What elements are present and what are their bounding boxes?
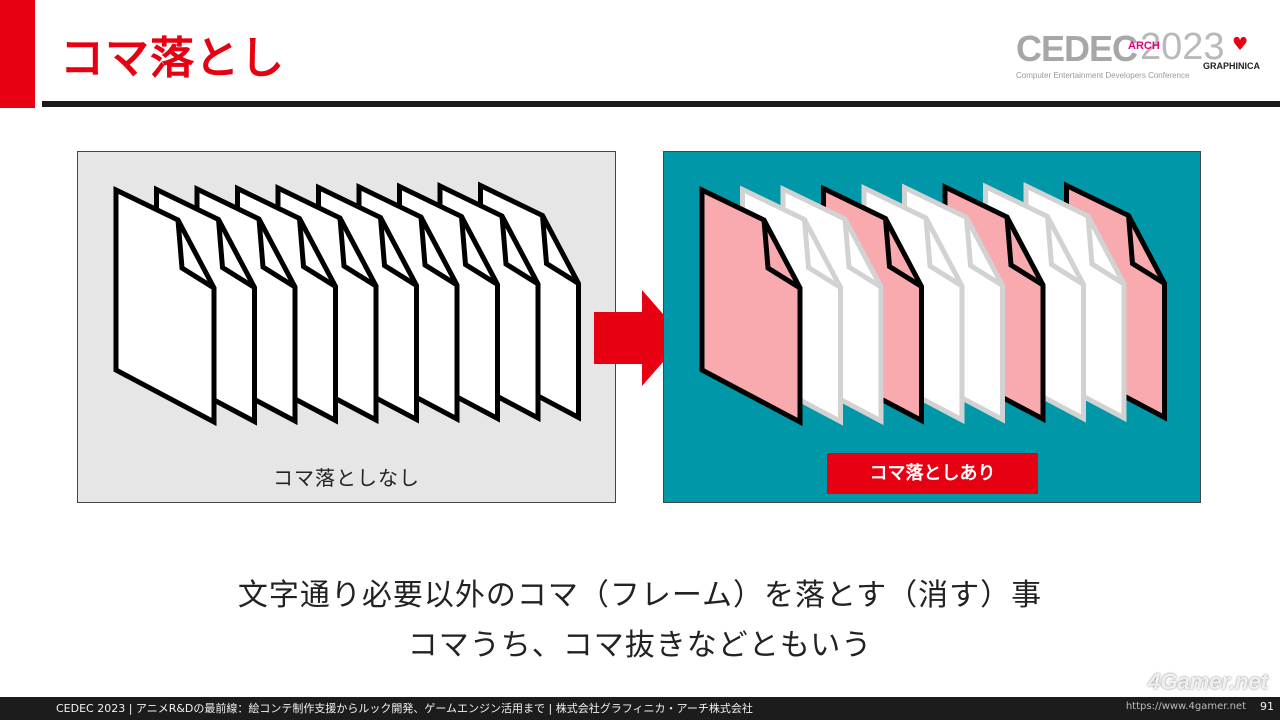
logo-graphinica-text: GRAPHINICA xyxy=(1203,61,1261,71)
watermark: 4Gamer.net xyxy=(1148,669,1268,694)
right-arrow-icon xyxy=(594,290,684,386)
title-accent-bar xyxy=(0,0,35,108)
footer-bar: CEDEC 2023 | アニメR&Dの最前線：絵コンテ制作支援からルック開発、… xyxy=(0,697,1280,720)
frames-stack-no-drop xyxy=(113,181,581,427)
title-divider xyxy=(42,101,1280,107)
frame-drop-label: コマ落としあり xyxy=(827,453,1038,494)
description-line-2: コマうち、コマ抜きなどともいう xyxy=(407,628,873,663)
frame-drop-panel: コマ落としあり xyxy=(663,151,1201,503)
frame-sheet xyxy=(699,186,803,427)
cedec-logo: CEDEC 2023 ARCH ♥ GRAPHINICA Computer En… xyxy=(1012,26,1270,84)
no-frame-drop-panel: コマ落としなし xyxy=(77,151,616,503)
description-line-1: 文字通り必要以外のコマ（フレーム）を落とす（消す）事 xyxy=(237,578,1043,613)
no-frame-drop-label: コマ落としなし xyxy=(273,466,420,490)
logo-year-text: 2023 xyxy=(1140,26,1225,68)
slide-title: コマ落とし xyxy=(60,33,285,84)
frame-sheet xyxy=(113,186,217,427)
page-number: 91 xyxy=(1260,700,1274,713)
logo-cedec-text: CEDEC xyxy=(1016,28,1138,69)
logo-arch-text: ARCH xyxy=(1128,40,1160,52)
footer-url: https://www.4gamer.net xyxy=(1125,701,1246,712)
frames-stack-with-drop xyxy=(699,181,1167,427)
logo-subtitle: Computer Entertainment Developers Confer… xyxy=(1016,71,1190,80)
graphinica-heart-icon: ♥ xyxy=(1232,34,1249,55)
footer-text: CEDEC 2023 | アニメR&Dの最前線：絵コンテ制作支援からルック開発、… xyxy=(56,702,753,715)
